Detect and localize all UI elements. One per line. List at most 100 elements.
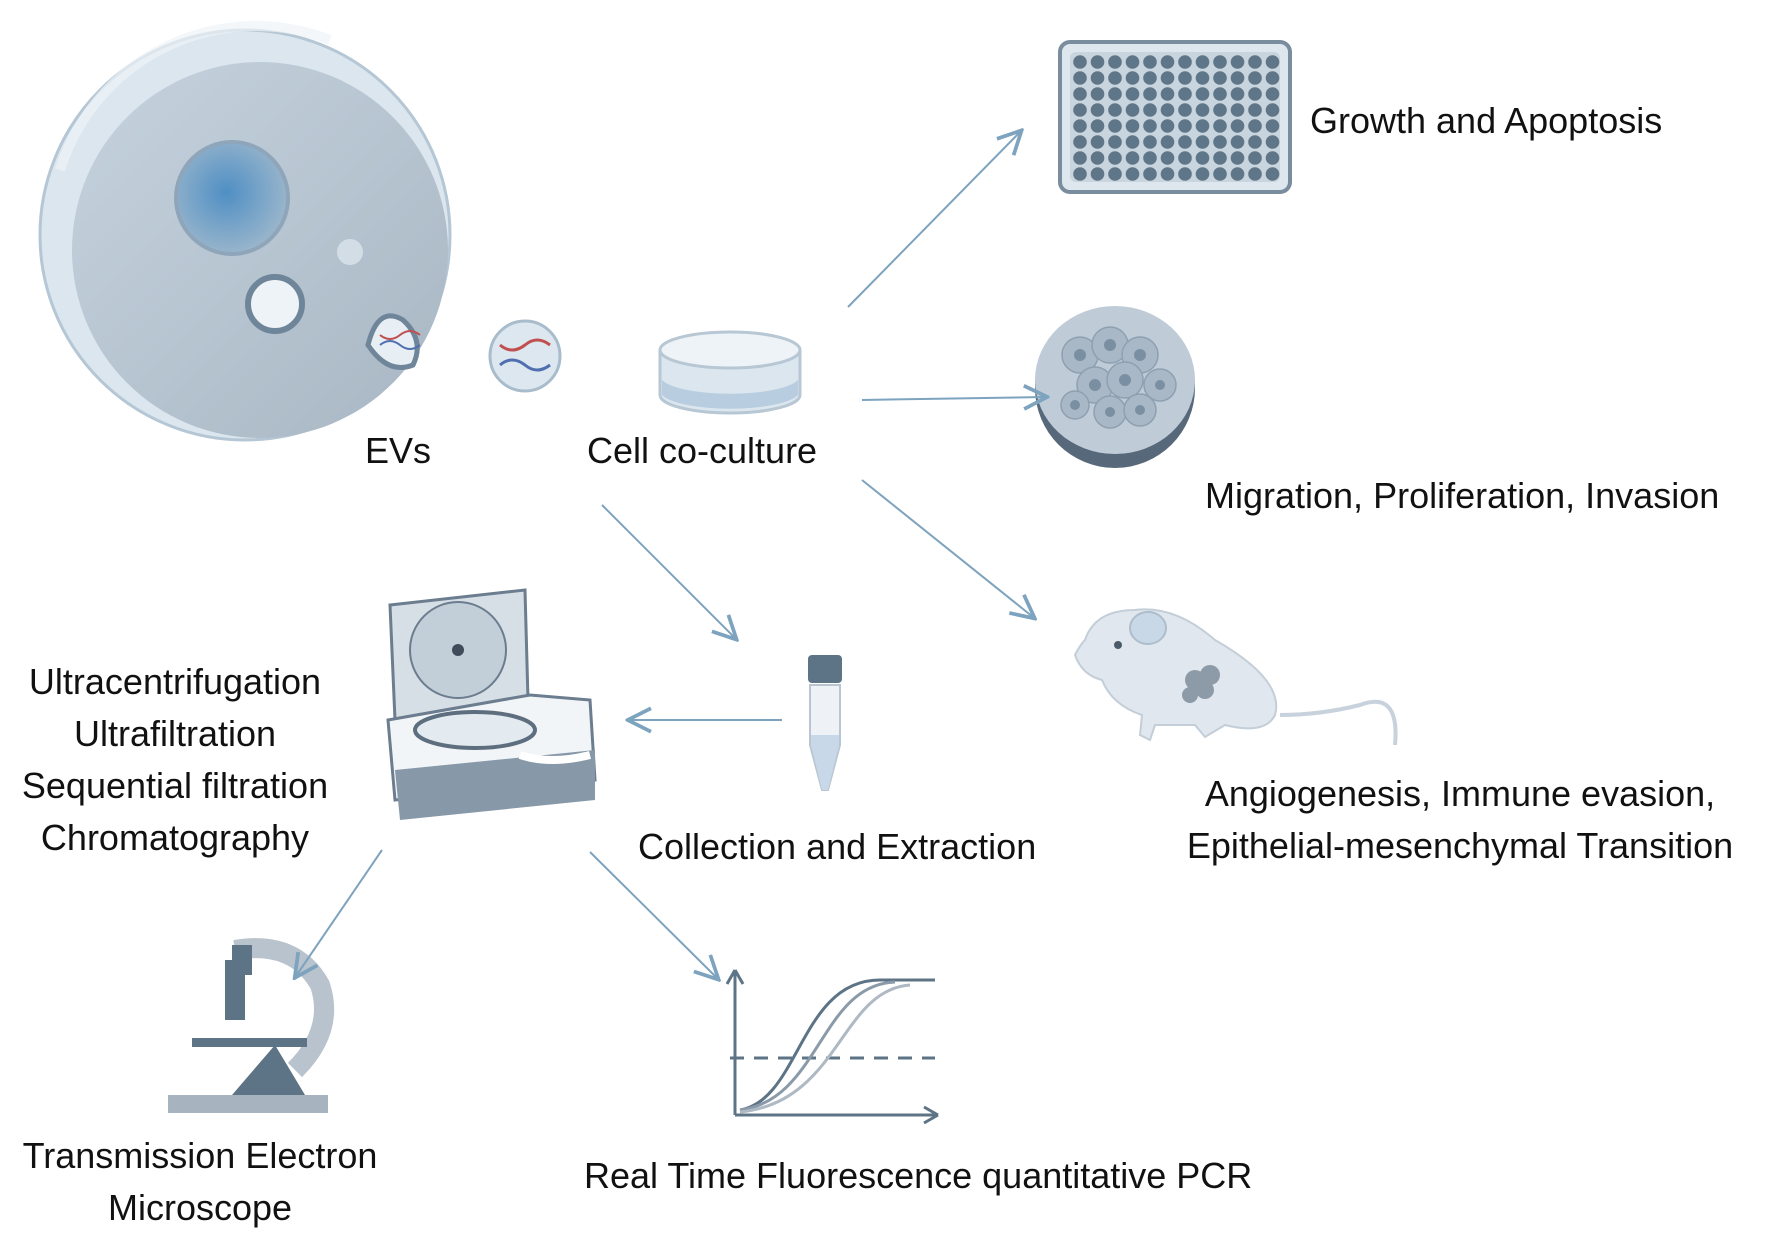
well [1143, 135, 1157, 149]
well [1108, 71, 1122, 85]
well [1073, 71, 1087, 85]
well [1213, 151, 1227, 165]
label-growth-apoptosis: Growth and Apoptosis [1310, 100, 1663, 141]
well [1143, 167, 1157, 181]
well [1143, 119, 1157, 133]
well [1160, 119, 1175, 133]
label-angiogenesis-line1: Angiogenesis, Immune evasion, [1204, 773, 1716, 814]
well [1265, 71, 1280, 85]
well [1178, 135, 1192, 149]
well [1213, 71, 1227, 85]
well [1178, 151, 1192, 165]
well [1248, 103, 1262, 117]
well [1230, 119, 1245, 133]
well [1265, 103, 1280, 117]
well [1108, 103, 1122, 117]
well [1125, 103, 1140, 117]
label-tem-line1: Transmission Electron [22, 1135, 378, 1176]
well [1195, 135, 1210, 149]
well [1230, 87, 1245, 101]
well [1073, 135, 1087, 149]
well [1160, 135, 1175, 149]
well [1160, 71, 1175, 85]
well [1178, 103, 1192, 117]
well [1178, 87, 1192, 101]
well [1178, 167, 1192, 181]
well [1195, 119, 1210, 133]
label-tem-line2: Microscope [107, 1187, 293, 1228]
well [1195, 87, 1210, 101]
well [1230, 151, 1245, 165]
well [1090, 119, 1105, 133]
well [1090, 87, 1105, 101]
well [1195, 103, 1210, 117]
label-tem: Transmission Electron Microscope [0, 1130, 400, 1234]
well [1073, 103, 1087, 117]
well [1160, 151, 1175, 165]
well [1213, 167, 1227, 181]
well [1195, 71, 1210, 85]
arrow-to-pcr [589, 851, 717, 978]
petri-dish-icon [658, 330, 802, 415]
well [1248, 151, 1262, 165]
well [1230, 167, 1245, 181]
well [1248, 135, 1262, 149]
well [1125, 71, 1140, 85]
well [1230, 71, 1245, 85]
cell-icon [38, 21, 452, 442]
well [1090, 71, 1105, 85]
well [1143, 151, 1157, 165]
well [1265, 135, 1280, 149]
label-pcr: Real Time Fluorescence quantitative PCR [584, 1155, 1253, 1196]
label-angiogenesis: Angiogenesis, Immune evasion, Epithelial… [1160, 768, 1760, 872]
well [1213, 119, 1227, 133]
well [1143, 71, 1157, 85]
well [1160, 87, 1175, 101]
centrifuge-icon [386, 588, 597, 820]
label-evs: EVs [365, 430, 432, 471]
well [1108, 135, 1122, 149]
tube-icon [808, 655, 842, 791]
well [1125, 167, 1140, 181]
well [1073, 55, 1087, 69]
arrow-to-microscope [296, 849, 383, 976]
extracellular-vesicle-icon [488, 319, 562, 393]
method-item: Chromatography [40, 817, 310, 858]
well [1143, 103, 1157, 117]
well [1178, 119, 1192, 133]
well [1248, 87, 1262, 101]
well [1178, 71, 1192, 85]
label-collection: Collection and Extraction [638, 826, 1037, 867]
well [1125, 151, 1140, 165]
arrows [296, 132, 1045, 978]
well-plate-icon [1058, 40, 1292, 194]
well [1090, 135, 1105, 149]
pcr-curve-icon [725, 969, 939, 1125]
well [1265, 87, 1280, 101]
well [1213, 87, 1227, 101]
cell-culture-dish-icon [1035, 306, 1195, 468]
well [1248, 167, 1262, 181]
well [1125, 87, 1140, 101]
well [1090, 103, 1105, 117]
well [1265, 167, 1280, 181]
arrow-to-mouse [861, 479, 1033, 617]
well [1160, 103, 1175, 117]
well [1090, 55, 1105, 69]
well [1195, 151, 1210, 165]
well [1265, 55, 1280, 69]
label-migration: Migration, Proliferation, Invasion [1205, 475, 1720, 516]
well [1073, 167, 1087, 181]
well [1108, 119, 1122, 133]
well [1230, 103, 1245, 117]
label-cell-coculture: Cell co-culture [587, 430, 818, 471]
well [1195, 55, 1210, 69]
well [1178, 55, 1192, 69]
methods-list: Ultracentrifugation Ultrafiltration Sequ… [0, 656, 350, 864]
well [1090, 167, 1105, 181]
well [1108, 87, 1122, 101]
well [1213, 103, 1227, 117]
well [1248, 71, 1262, 85]
